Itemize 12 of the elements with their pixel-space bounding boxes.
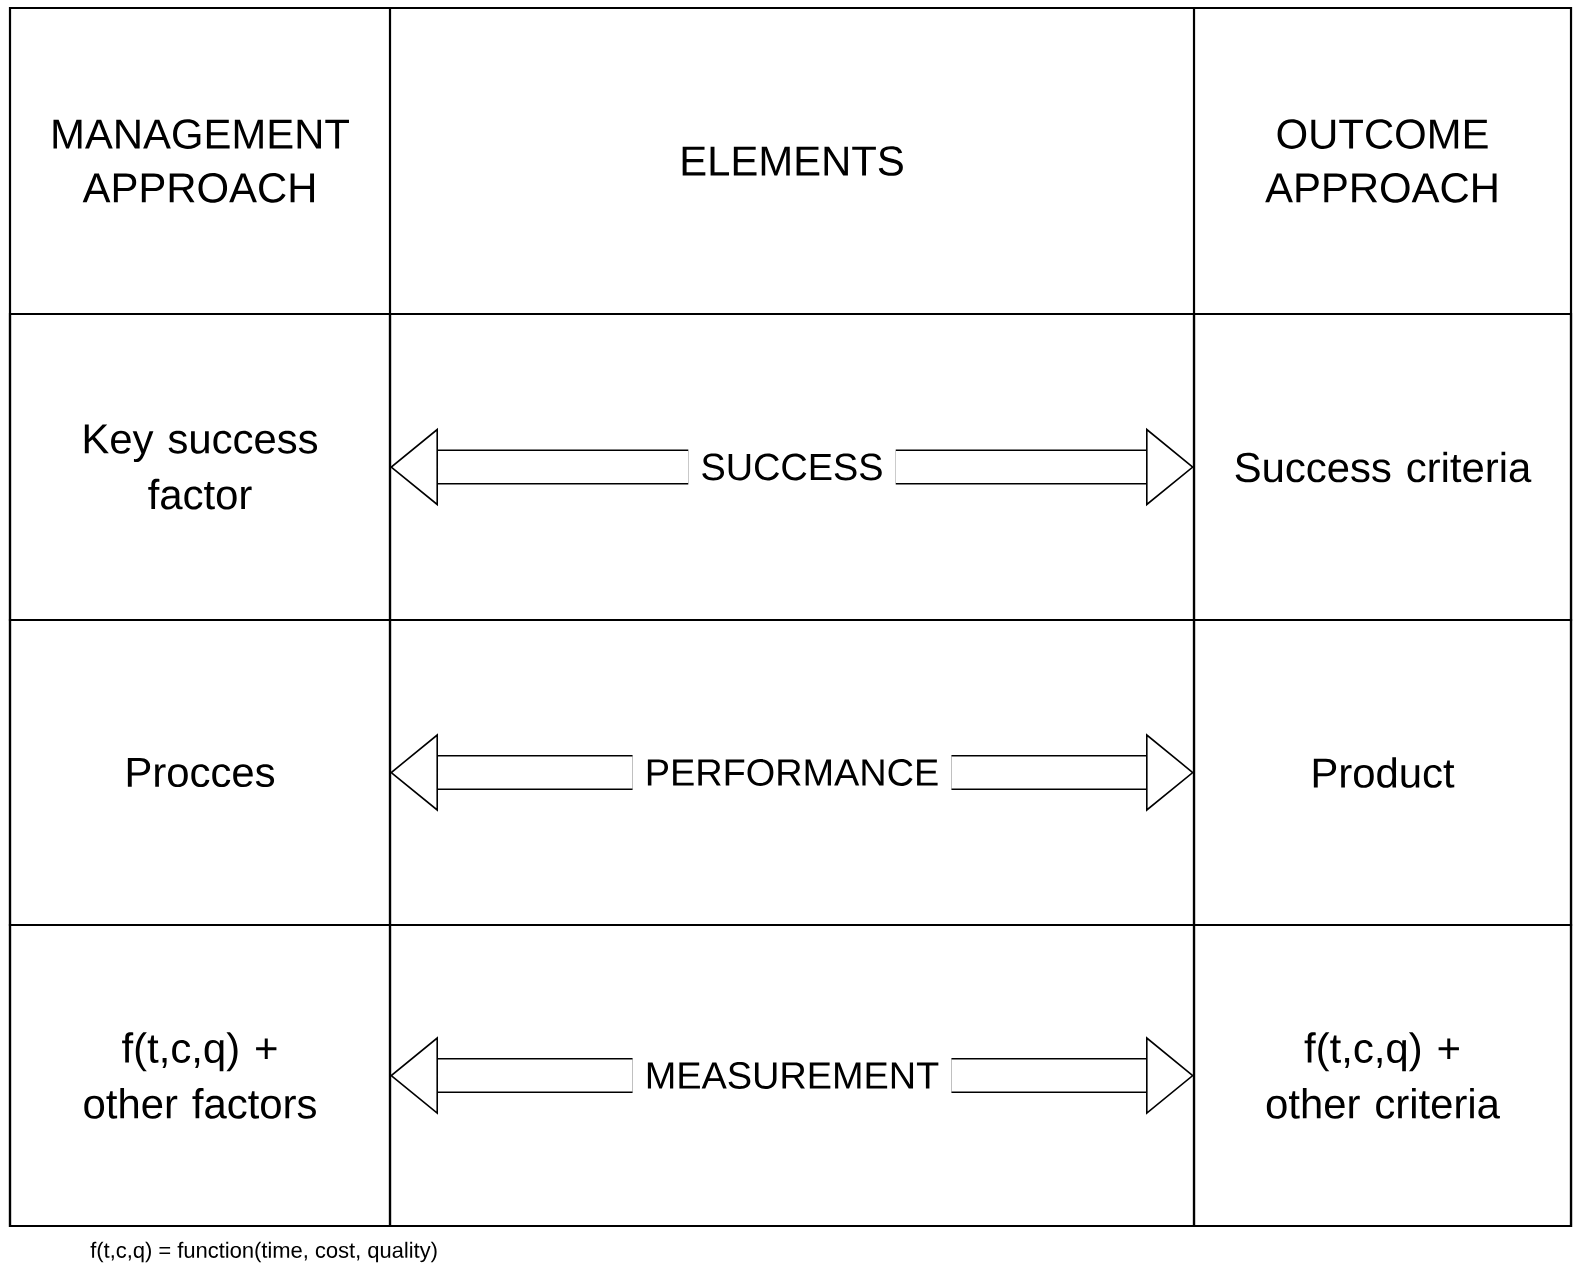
element-label: PERFORMANCE xyxy=(647,759,938,786)
column-header: MANAGEMENT APPROACH xyxy=(53,119,349,203)
column-header: ELEMENTS xyxy=(682,146,903,176)
table-cell: Product xyxy=(1192,618,1573,927)
table-cell: f(t,c,q) + other criteria xyxy=(1192,923,1573,1228)
table-cell: f(t,c,q) + other factors xyxy=(8,923,392,1228)
element-label: SUCCESS xyxy=(702,453,882,481)
element-label: MEASUREMENT xyxy=(647,1062,939,1089)
table-cell: Procces xyxy=(8,618,392,927)
column-header: OUTCOME APPROACH xyxy=(1265,119,1497,203)
table-cell: Key success factor xyxy=(8,312,392,622)
table-cell: Success criteria xyxy=(1192,312,1573,622)
